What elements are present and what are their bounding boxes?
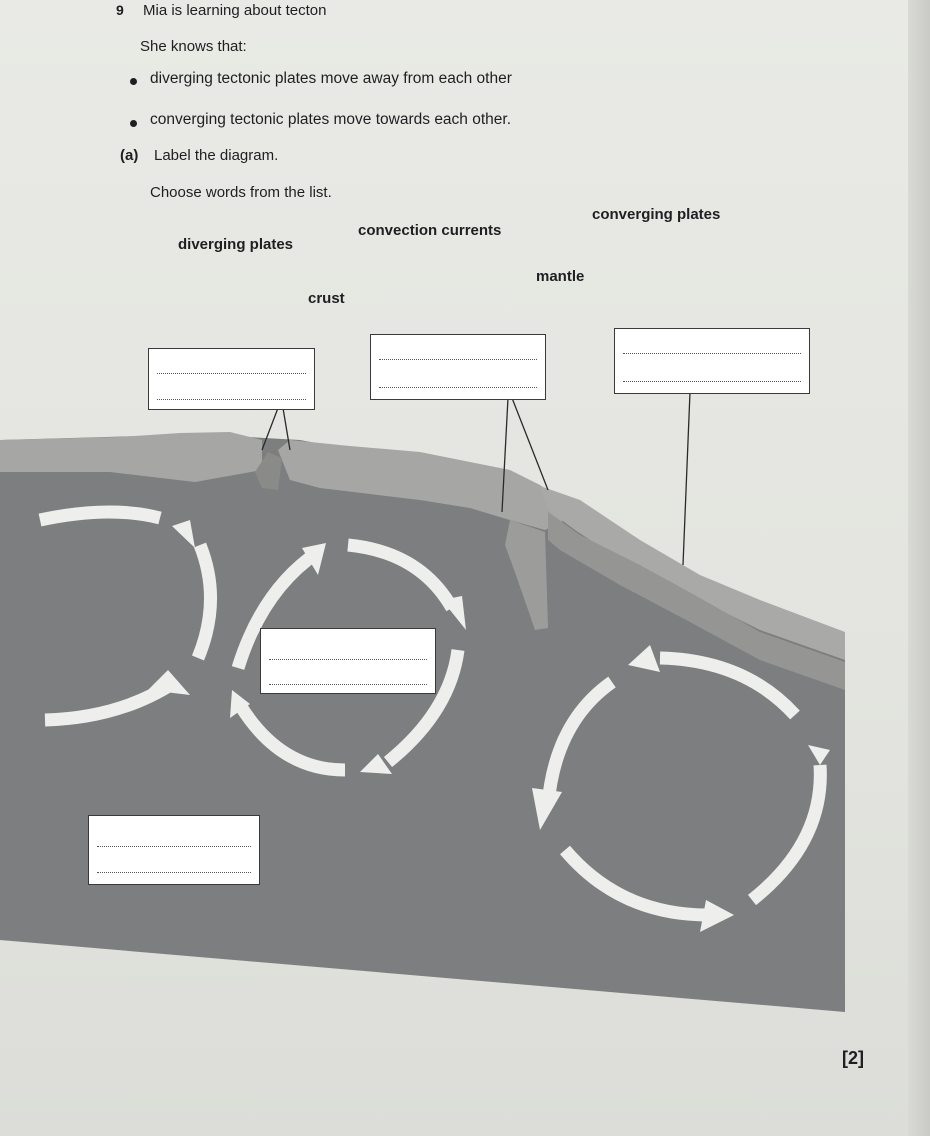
answer-box-convection[interactable] (260, 628, 436, 694)
answer-line (269, 659, 427, 660)
crust-middle (278, 440, 575, 530)
answer-box-diverging[interactable] (148, 348, 315, 410)
choose-words-text: Choose words from the list. (150, 184, 332, 201)
bullet-converging: converging tectonic plates move towards … (150, 111, 512, 128)
word-convection-currents: convection currents (358, 222, 502, 239)
arrowhead (172, 520, 195, 548)
arrowhead (808, 745, 830, 765)
answer-line (157, 399, 306, 400)
part-label: (a) (120, 147, 139, 164)
answer-box-mantle[interactable] (88, 815, 260, 885)
answer-line (97, 872, 251, 873)
answer-line (97, 846, 251, 847)
convection-arrow (747, 764, 827, 906)
convection-arrow (541, 676, 616, 806)
answer-line (269, 684, 427, 685)
pointer-line (501, 397, 509, 513)
answer-box-converging[interactable] (614, 328, 810, 394)
convection-arrow (659, 651, 800, 720)
word-converging-plates: converging plates (592, 206, 721, 223)
pointer-line (261, 407, 279, 451)
arrowhead (302, 543, 326, 575)
convection-arrow (347, 538, 458, 612)
part-instruction: Label the diagram. (154, 147, 279, 164)
ridge-peak (255, 452, 282, 490)
answer-box-crust[interactable] (370, 334, 546, 400)
bullet-diverging: diverging tectonic plates move away from… (150, 70, 512, 87)
arrowhead (360, 754, 392, 774)
pointer-line (511, 397, 549, 491)
convection-arrow (383, 649, 465, 768)
crust-right (540, 486, 845, 660)
arrowhead (532, 788, 562, 830)
pointer-line (682, 391, 691, 566)
pointer-line (282, 407, 291, 451)
answer-line (623, 353, 801, 354)
convection-arrow (234, 701, 346, 777)
convection-arrow (191, 542, 217, 661)
answer-line (623, 381, 801, 382)
arrowhead (442, 596, 466, 630)
word-crust: crust (308, 290, 345, 307)
question-intro: Mia is learning about tecton (143, 2, 327, 19)
answer-line (157, 373, 306, 374)
subducting-slab (505, 520, 548, 630)
crust-right-lower (548, 512, 845, 690)
arrowhead (230, 690, 250, 718)
convection-arrow (38, 505, 162, 527)
convection-arrow (231, 546, 322, 670)
answer-line (379, 387, 537, 388)
bullet-marker (130, 120, 137, 127)
arrowhead (628, 645, 660, 672)
arrowhead (148, 670, 190, 695)
word-diverging-plates: diverging plates (178, 236, 294, 253)
arrowhead (700, 900, 734, 932)
marks-label: [2] (842, 1048, 864, 1068)
crust-left (0, 432, 262, 482)
answer-line (379, 359, 537, 360)
question-number: 9 (116, 2, 124, 18)
convection-arrow (560, 845, 709, 922)
knows-text: She knows that: (140, 38, 247, 55)
word-mantle: mantle (536, 268, 585, 285)
bullet-marker (130, 78, 137, 85)
page-edge (908, 0, 930, 1136)
